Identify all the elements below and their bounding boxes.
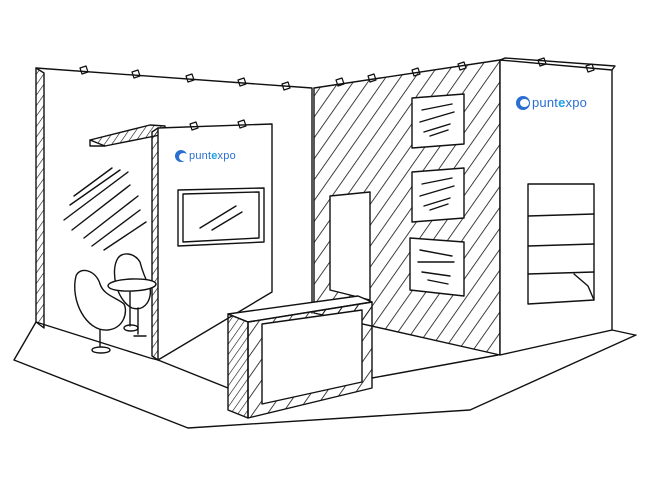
spotlight-icon [367, 73, 377, 83]
left-wall-edge [35, 67, 45, 329]
spotlight-icon [237, 77, 247, 87]
shelving-unit [527, 183, 595, 305]
brand-name: puntexpo [532, 95, 587, 110]
spotlight-icon [537, 57, 547, 67]
spotlight-icon [189, 121, 199, 131]
spotlight-icon [281, 81, 291, 91]
brand-name: puntexpo [189, 150, 236, 162]
wall-graphic-left [63, 167, 147, 251]
reception-counter [227, 295, 373, 419]
monitor [177, 187, 265, 247]
brand-name-part2: xpo [565, 95, 588, 110]
spotlight-icon [185, 73, 195, 83]
brand-logo-tower: puntexpo [516, 95, 587, 110]
spotlight-icon [411, 67, 421, 77]
spotlight-icon [79, 65, 89, 75]
brand-name-part1: punt [189, 150, 212, 162]
brand-logo-partition: puntexpo [175, 150, 236, 162]
logo-mark-icon [175, 150, 188, 162]
brand-name-accent: e [558, 95, 566, 110]
spotlight-icon [585, 63, 595, 73]
framed-pictures [409, 93, 465, 297]
spotlight-icon [131, 69, 141, 79]
spotlight-icon [335, 77, 345, 87]
lounge-furniture [74, 253, 157, 354]
brand-name-part2: xpo [217, 150, 236, 162]
brand-name-accent: e [211, 150, 218, 162]
back-door [329, 191, 371, 301]
logo-mark-icon [516, 95, 530, 110]
brand-name-part1: punt [532, 95, 559, 110]
spotlights [79, 57, 595, 131]
spotlight-icon [237, 119, 247, 129]
spotlight-icon [457, 61, 467, 71]
